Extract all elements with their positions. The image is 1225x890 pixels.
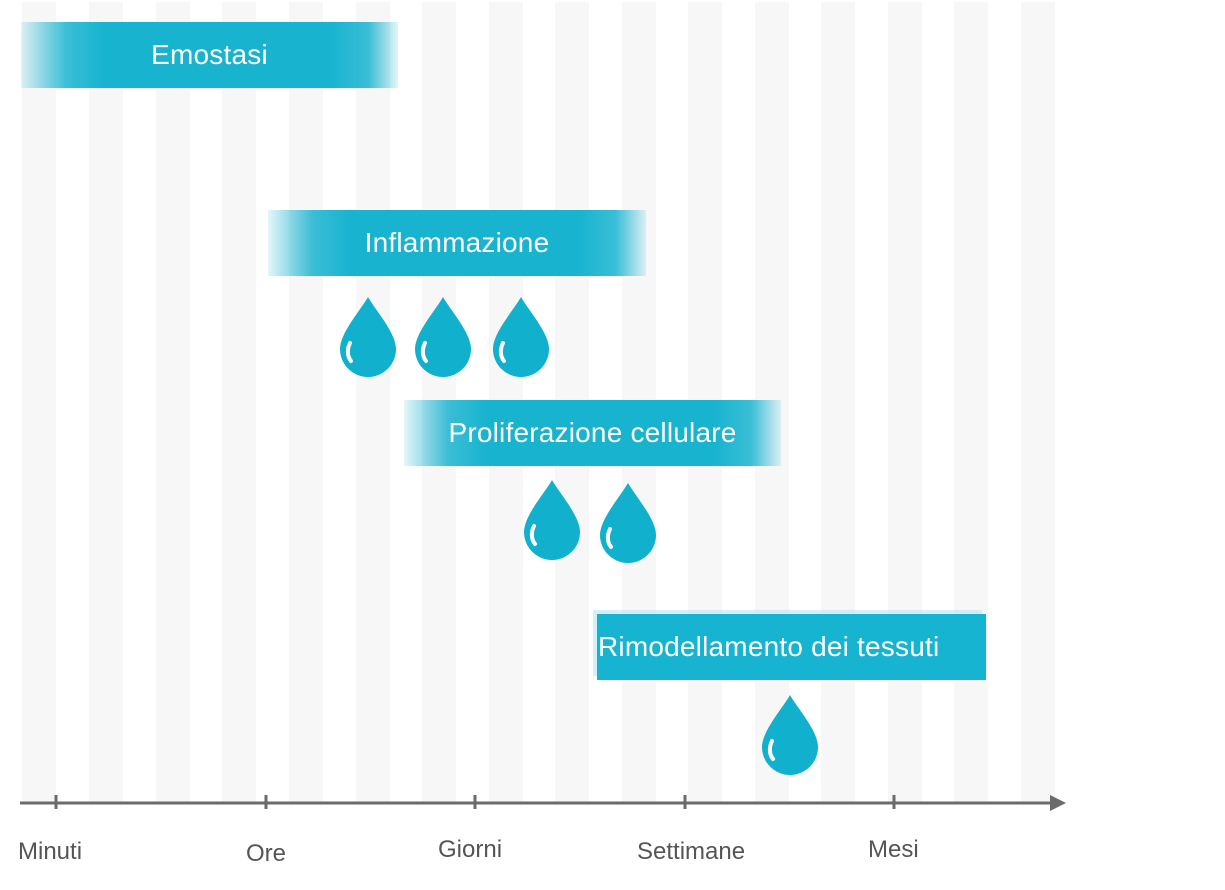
phase-bar-rimodellamento: Rimodellamento dei tessuti <box>597 614 986 680</box>
phase-bar-emostasi: Emostasi <box>21 22 398 88</box>
axis-label-ore: Ore <box>246 840 287 867</box>
phase-bar-proliferazione: Proliferazione cellulare <box>404 400 781 466</box>
water-drop-icon <box>600 483 656 563</box>
water-drop-icon <box>524 480 580 560</box>
water-drop-icon <box>762 695 818 775</box>
water-drop-icon <box>340 297 396 377</box>
phase-label: Emostasi <box>151 39 268 70</box>
axis-label-mesi: Mesi <box>868 836 919 863</box>
phase-label: Rimodellamento dei tessuti <box>598 631 940 662</box>
phase-label: Proliferazione cellulare <box>448 417 737 448</box>
axis-label-giorni: Giorni <box>438 836 503 863</box>
axis-arrow-icon <box>1050 795 1066 811</box>
water-drop-icon <box>415 297 471 377</box>
axis-label-settimane: Settimane <box>637 838 746 865</box>
phase-label: Inflammazione <box>364 227 550 258</box>
water-drop-icon <box>493 297 549 377</box>
phase-bar-inflammazione: Inflammazione <box>268 210 646 276</box>
axis-label-minuti: Minuti <box>18 838 83 865</box>
